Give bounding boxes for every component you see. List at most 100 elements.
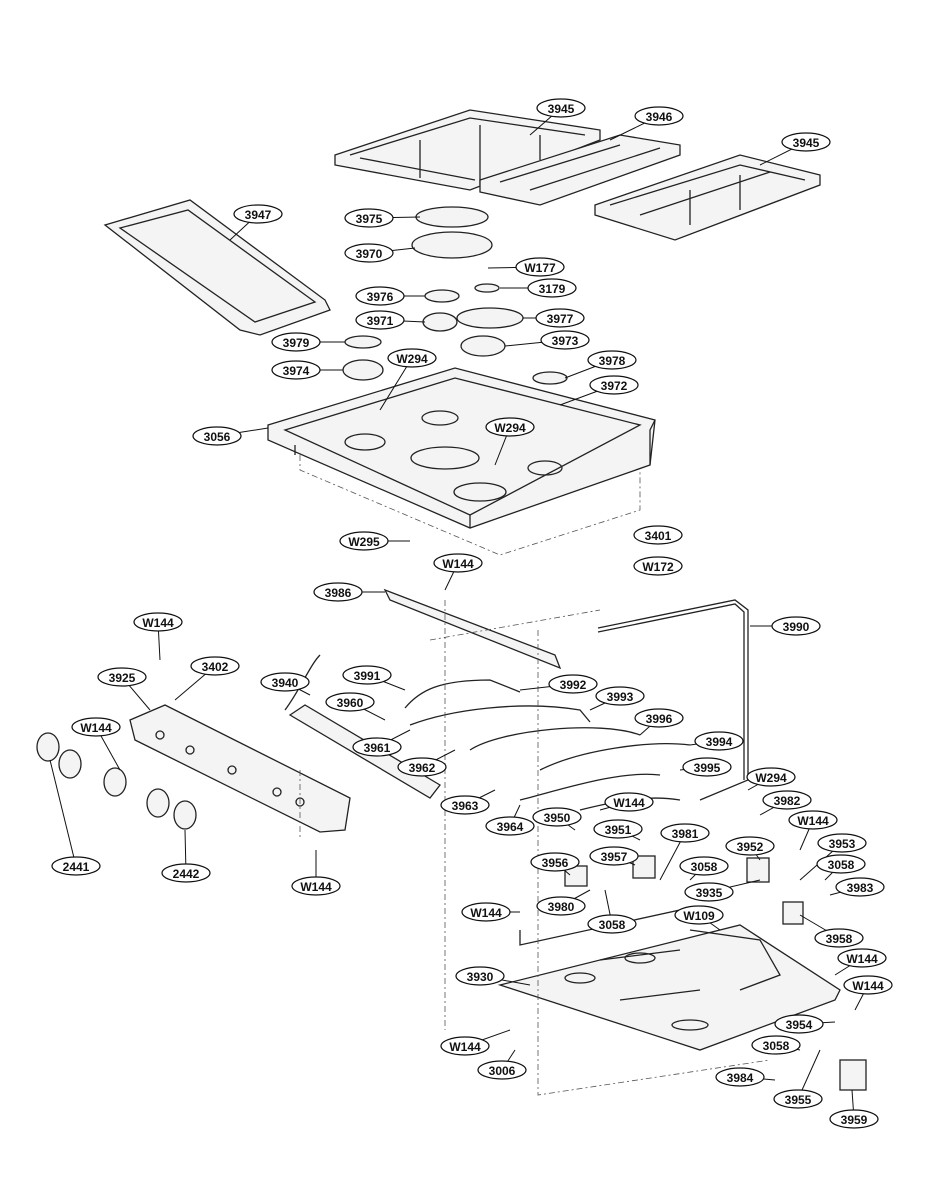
callout-3956: 3956 (530, 852, 580, 872)
callout-text: W144 (442, 557, 474, 571)
callout-oval (762, 790, 812, 810)
callout-w144: W144 (440, 1036, 490, 1056)
callout-oval (387, 348, 437, 368)
callout-text: 3402 (202, 660, 229, 674)
callout-3179: 3179 (527, 278, 577, 298)
callout-text: 3930 (467, 970, 494, 984)
callout-text: 3056 (204, 430, 231, 444)
callout-text: W144 (142, 616, 174, 630)
callout-text: 3006 (489, 1064, 516, 1078)
callout-oval (788, 810, 838, 830)
callout-text: W144 (470, 906, 502, 920)
callout-oval (440, 1036, 490, 1056)
callout-oval (816, 854, 866, 874)
callout-oval (271, 360, 321, 380)
callout-3992: 3992 (548, 674, 598, 694)
callout-oval (260, 672, 310, 692)
callout-w144: W144 (788, 810, 838, 830)
callout-text: W295 (348, 535, 380, 549)
callout-text: 3058 (599, 918, 626, 932)
parts-drawing (36, 109, 867, 1096)
callout-oval (477, 1060, 527, 1080)
callout-3953: 3953 (817, 833, 867, 853)
callout-oval (595, 686, 645, 706)
callout-oval (634, 106, 684, 126)
callout-3980: 3980 (536, 896, 586, 916)
callout-text: 3970 (356, 247, 383, 261)
callout-text: 3971 (367, 314, 394, 328)
callout-3986: 3986 (313, 582, 363, 602)
callout-oval (587, 914, 637, 934)
callout-text: W144 (846, 952, 878, 966)
callout-oval (682, 757, 732, 777)
callout-oval (589, 846, 639, 866)
callout-oval (633, 525, 683, 545)
callout-oval (725, 836, 775, 856)
callout-oval (455, 966, 505, 986)
callout-oval (133, 612, 183, 632)
callout-oval (633, 556, 683, 576)
callout-oval (51, 856, 101, 876)
callout-text: 3950 (544, 811, 571, 825)
callout-oval (660, 823, 710, 843)
callout-text: 3956 (542, 856, 569, 870)
callout-3982: 3982 (762, 790, 812, 810)
callout-3972: 3972 (589, 375, 639, 395)
callout-text: W144 (300, 880, 332, 894)
callout-w144: W144 (843, 975, 893, 995)
callout-oval (587, 350, 637, 370)
leader-line (49, 759, 77, 867)
callout-3975: 3975 (344, 208, 394, 228)
callout-oval (773, 1089, 823, 1109)
callout-oval (233, 204, 283, 224)
callout-w144: W144 (604, 792, 654, 812)
callout-text: W144 (852, 979, 884, 993)
callout-text: 3977 (547, 312, 574, 326)
callout-text: 3945 (793, 136, 820, 150)
callout-text: 2441 (63, 860, 90, 874)
callout-text: 3972 (601, 379, 628, 393)
callout-w144: W144 (291, 876, 341, 896)
callout-w144: W144 (461, 902, 511, 922)
callout-text: 3058 (828, 858, 855, 872)
callout-text: 3935 (696, 886, 723, 900)
callout-3940: 3940 (260, 672, 310, 692)
callout-2442: 2442 (161, 863, 211, 883)
callout-oval (291, 876, 341, 896)
callout-w294: W294 (746, 767, 796, 787)
callout-w295: W295 (339, 531, 389, 551)
callout-oval (192, 426, 242, 446)
callout-3945: 3945 (781, 132, 831, 152)
callout-3961: 3961 (352, 737, 402, 757)
callout-text: 3958 (826, 932, 853, 946)
callout-oval (339, 531, 389, 551)
callout-oval (536, 98, 586, 118)
callout-3960: 3960 (325, 692, 375, 712)
callout-oval (190, 656, 240, 676)
callout-3946: 3946 (634, 106, 684, 126)
grate-right (594, 154, 821, 241)
callout-3994: 3994 (694, 731, 744, 751)
griddle (103, 199, 331, 336)
callout-3930: 3930 (455, 966, 505, 986)
callout-text: 3973 (552, 334, 579, 348)
grate-left (334, 109, 601, 191)
callout-oval (814, 928, 864, 948)
callout-text: W177 (524, 261, 556, 275)
callout-oval (71, 717, 121, 737)
callout-3947: 3947 (233, 204, 283, 224)
callout-3957: 3957 (589, 846, 639, 866)
callout-oval (97, 667, 147, 687)
callout-3958: 3958 (814, 928, 864, 948)
callout-text: 3995 (694, 761, 721, 775)
callout-oval (774, 1014, 824, 1034)
callout-oval (746, 767, 796, 787)
callout-text: 3964 (497, 820, 524, 834)
callout-oval (271, 332, 321, 352)
callout-3964: 3964 (485, 816, 535, 836)
callout-text: 3952 (737, 840, 764, 854)
callout-text: 3980 (548, 900, 575, 914)
callout-text: 3994 (706, 735, 733, 749)
callout-3951: 3951 (593, 819, 643, 839)
callout-text: 3955 (785, 1093, 812, 1107)
